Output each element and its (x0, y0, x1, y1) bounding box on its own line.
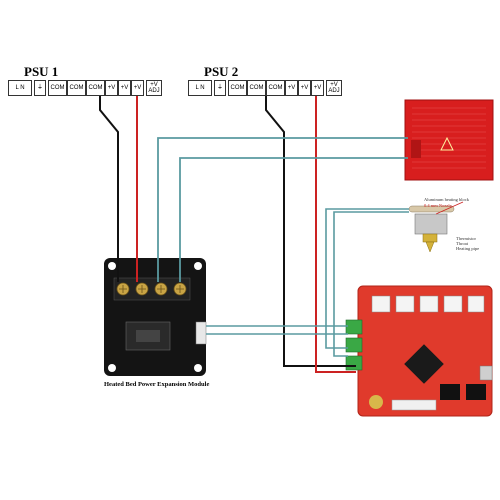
nozzle-icon (425, 241, 435, 253)
psu1-title: PSU 1 (24, 64, 59, 79)
psu1-terminal-adj: +V ADJ (146, 80, 162, 96)
module-caption: Heated Bed Power Expansion Module (104, 381, 210, 388)
hotend-assembly (408, 201, 464, 253)
psu1-terminal-v-1: +V (105, 80, 118, 96)
stepper-driver-4 (443, 295, 463, 313)
module-hole-br (194, 364, 202, 372)
label-thermistor: Thermistor (456, 236, 476, 241)
module-board (104, 258, 206, 376)
psu1-terminal-block: L N ⏚ COM COM COM +V +V +V +V ADJ (8, 80, 164, 96)
psu2-terminal-com-2: COM (247, 80, 266, 96)
module-hole-tl (108, 262, 116, 270)
label-heating-block: Aluminum heating block (424, 197, 469, 202)
psu1-terminal-ground: ⏚ (34, 80, 46, 96)
stepper-driver-3 (419, 295, 439, 313)
psu1-com-wire (99, 96, 119, 282)
controller-usb-port (479, 365, 493, 381)
psu1-terminal-com-2: COM (67, 80, 86, 96)
controller-endstop-connectors (391, 399, 437, 411)
psu1-terminal-v-3: +V (131, 80, 144, 96)
heated-bed-warning-icon (440, 136, 454, 151)
stepper-driver-2 (395, 295, 415, 313)
heated-bed-connector-pads (411, 140, 421, 158)
psu2-terminal-v-3: +V (311, 80, 324, 96)
psu2-com-wire (265, 96, 356, 367)
controller-board (345, 285, 493, 417)
psu2-title: PSU 2 (204, 64, 239, 79)
power-terminal-1 (345, 319, 363, 335)
controller-header-2 (466, 384, 486, 400)
controller-buzzer (369, 395, 383, 409)
psu2-terminal-com-3: COM (266, 80, 285, 96)
psu2-terminal-block: L N ⏚ COM COM COM +V +V +V +V ADJ (188, 80, 344, 96)
controller-header-1 (440, 384, 460, 400)
controller-mcu (404, 344, 444, 384)
psu2-terminal-ground: ⏚ (214, 80, 226, 96)
module-terminal-block (113, 277, 191, 301)
stepper-driver-5 (467, 295, 485, 313)
psu1-terminal-com-3: COM (86, 80, 105, 96)
module-signal-connector (195, 321, 207, 345)
psu2-terminal-adj: +V ADJ (326, 80, 342, 96)
psu2-terminal-v-1: +V (285, 80, 298, 96)
expansion-module (104, 258, 207, 376)
module-mosfet-tab (136, 330, 160, 342)
label-nozzle: 0.4 mm Nozzle (424, 203, 452, 208)
label-heating-pipe: Heating pipe (456, 246, 480, 251)
throat (422, 233, 438, 243)
psu2-v-wire (315, 96, 356, 373)
heated-bed (404, 99, 494, 181)
module-hole-tr (194, 262, 202, 270)
psu2-terminal-v-2: +V (298, 80, 311, 96)
power-terminal-2 (345, 337, 363, 353)
psu1-terminal-v-2: +V (118, 80, 131, 96)
heating-block (414, 213, 448, 235)
psu2-terminal-com-1: COM (228, 80, 247, 96)
heater-wire-red (435, 201, 464, 215)
module-hole-bl (108, 364, 116, 372)
stepper-driver-1 (371, 295, 391, 313)
label-throat: Throat (456, 241, 468, 246)
hotend-wire-1 (325, 208, 409, 349)
psu2-terminal-ln: L N (188, 80, 212, 96)
psu1-terminal-ln: L N (8, 80, 32, 96)
heatbed-wire-1 (157, 137, 408, 282)
heatbed-wire-2 (179, 157, 408, 282)
power-terminal-3 (345, 355, 363, 371)
psu1-terminal-com-1: COM (48, 80, 67, 96)
hotend-wire-2 (333, 211, 409, 357)
